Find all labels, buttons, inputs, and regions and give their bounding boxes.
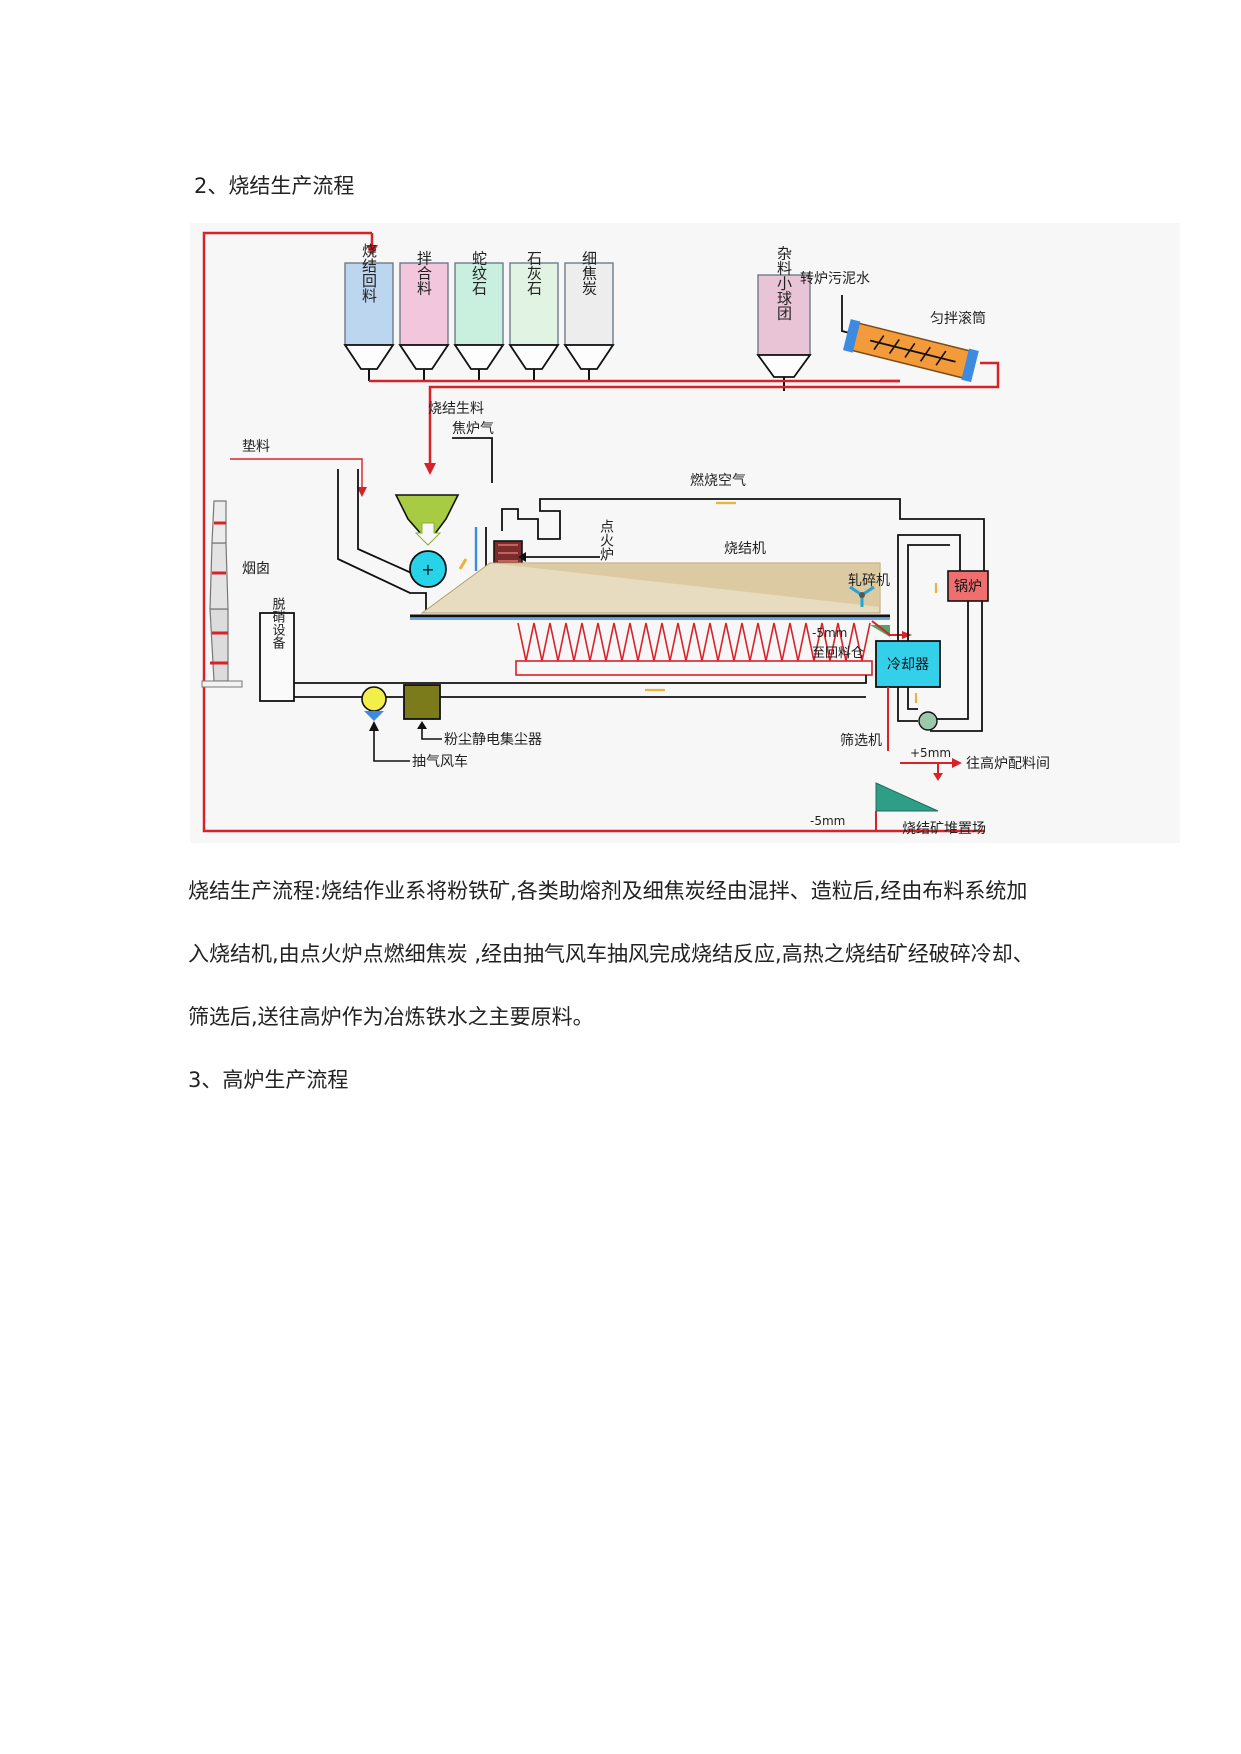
chimney-label: 烟囱: [242, 561, 270, 577]
coke-gas-line: [452, 437, 493, 483]
minus5mm-crusher: -5mm: [812, 626, 847, 640]
denitration-unit: [259, 612, 295, 702]
svg-text:+: +: [421, 560, 434, 579]
silo-row: 烧结回料 拌合料 蛇纹石 石灰石 细焦炭: [343, 243, 812, 391]
raw-mix-arrowhead: [424, 463, 436, 475]
plus5mm-label: +5mm: [910, 746, 951, 760]
combustion-air-label: 燃烧空气: [690, 472, 746, 489]
silo-mixed-material: 拌合料: [398, 251, 450, 381]
to-blast-furnace-label: 往高炉配料间: [966, 755, 1050, 772]
sintering-process-diagram: 烧结回料 拌合料 蛇纹石 石灰石 细焦炭: [190, 223, 1180, 843]
bedding-hopper: [337, 469, 427, 611]
raw-mix-label: 烧结生料: [428, 401, 484, 417]
fan-label: 抽气风车: [412, 753, 468, 770]
wind-boxes: [517, 622, 871, 662]
crusher: [849, 585, 875, 607]
silo-serpentine: 蛇纹石: [453, 251, 505, 381]
circulation-fan: [918, 711, 938, 731]
section-2-heading: 2、烧结生产流程: [194, 174, 355, 198]
cooler: [875, 640, 941, 688]
exhaust-fan: [361, 686, 387, 712]
silo-label: 细焦炭: [580, 251, 598, 296]
wind-main: [515, 660, 873, 676]
feed-hopper-arrow: [414, 522, 442, 546]
cooler-label: 冷却器: [887, 657, 929, 673]
silo-label: 杂料小球团: [775, 246, 793, 321]
silo-label: 拌合料: [415, 251, 433, 296]
silo-label: 蛇纹石: [470, 251, 488, 296]
paragraph-line-1: 烧结生产流程:烧结作业系将粉铁矿,各类助熔剂及细焦炭经由混拌、造粒后,经由布料系…: [188, 879, 1028, 903]
suction-main: [280, 675, 867, 684]
silo-sinter-return: 烧结回料: [343, 243, 395, 381]
silo-limestone: 石灰石: [508, 251, 560, 381]
screening-machine: [875, 782, 939, 812]
crusher-label: 轧碎机: [848, 573, 890, 589]
boiler-loop: [897, 534, 961, 641]
electrostatic-precipitator: [403, 684, 441, 720]
ignition-furnace-label: 点火炉: [598, 519, 614, 561]
silo-label: 石灰石: [525, 251, 543, 296]
mixer-label: 匀拌滚筒: [930, 310, 986, 327]
paragraph-line-3: 筛选后,送往高炉作为冶炼铁水之主要原料。: [188, 1005, 594, 1029]
esp-label: 粉尘静电集尘器: [444, 731, 542, 748]
section-3-heading: 3、高炉生产流程: [188, 1068, 349, 1092]
crusher-screen: [870, 625, 890, 637]
silo-fine-coke: 细焦炭: [563, 251, 615, 381]
return-fines-loop: [202, 231, 985, 833]
return-arrowhead: [366, 245, 378, 255]
silo-misc-pellets: 杂料小球团: [756, 246, 812, 391]
sinter-machine-label: 烧结机: [724, 541, 766, 557]
boiler-label: 锅炉: [954, 579, 982, 595]
stockyard-label: 烧结矿堆置场: [902, 821, 986, 837]
silo-label: 烧结回料: [360, 243, 378, 303]
to-return-bin-label: 至回料仓: [812, 646, 864, 661]
screen-label: 筛选机: [840, 733, 882, 749]
boiler: [947, 570, 989, 602]
bedding-line: [230, 458, 363, 491]
mixer-output-line: [428, 361, 1000, 467]
sludge-label: 转炉污泥水: [800, 271, 870, 287]
paragraph-line-2: 入烧结机,由点火炉点燃细焦炭 ,经由抽气风车抽风完成烧结反应,高热之烧结矿经破碎…: [188, 942, 1034, 966]
minus5mm-screen: -5mm: [810, 814, 845, 828]
feed-drum: [409, 550, 447, 588]
denitration-label: 脱硝设备: [270, 597, 286, 650]
mixing-drum: [842, 319, 979, 383]
bedding-label: 垫料: [242, 439, 270, 455]
coke-gas-label: 焦炉气: [452, 421, 494, 437]
combustion-air-line: [501, 498, 985, 579]
